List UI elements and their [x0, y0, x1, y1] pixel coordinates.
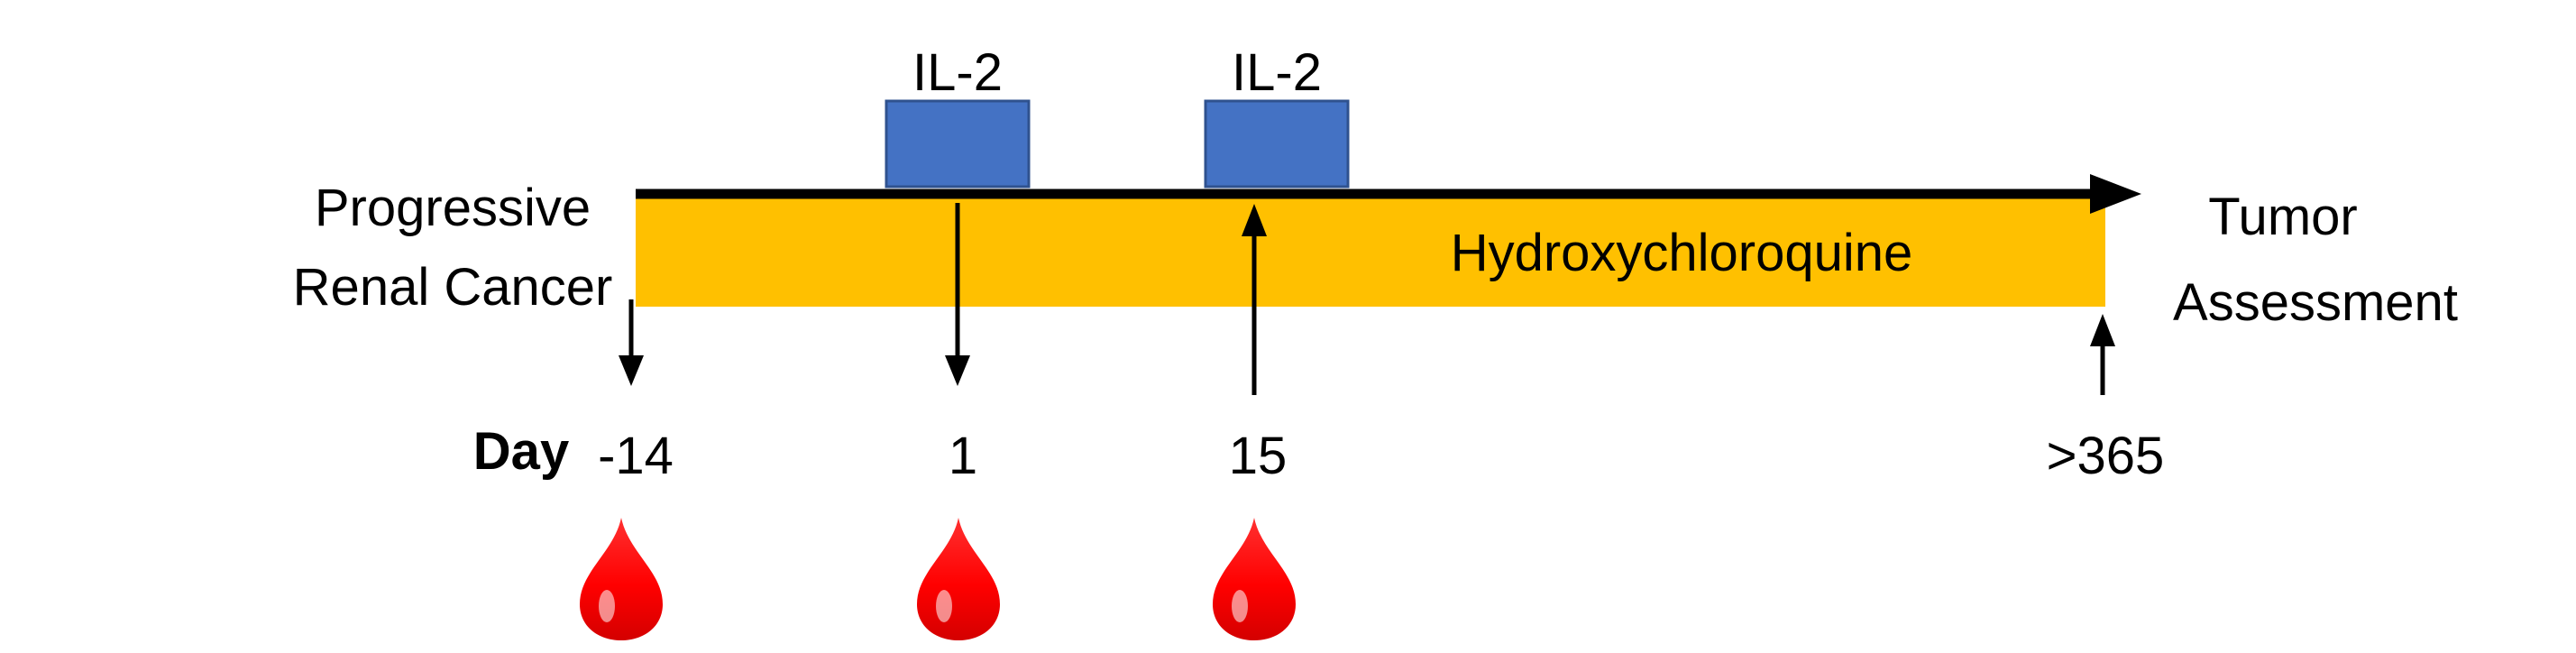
- dose-label-2: IL-2: [1232, 43, 1322, 102]
- end-label-line2: Assessment: [2173, 273, 2458, 332]
- dose-box-1: [885, 99, 1031, 189]
- end-label-line1: Tumor: [2208, 188, 2357, 246]
- event-arrow-day-365: [2090, 314, 2115, 395]
- day-tick-2: 1: [949, 427, 977, 485]
- dose-box-2: [1204, 99, 1350, 189]
- day-tick-4: >365: [2047, 427, 2165, 485]
- dose-label-1: IL-2: [912, 43, 1003, 102]
- blood-drop-icon: [917, 518, 1000, 640]
- start-label-line2: Renal Cancer: [293, 258, 613, 317]
- day-axis-title: Day: [473, 422, 569, 481]
- timeline-arrowhead: [2090, 174, 2141, 214]
- start-label-line1: Progressive: [315, 179, 591, 237]
- treatment-bar: [636, 198, 2105, 307]
- treatment-label: Hydroxychloroquine: [1451, 224, 1913, 282]
- day-tick-3: 15: [1229, 427, 1288, 485]
- blood-drop-icon: [580, 518, 663, 640]
- blood-drop-icon: [1213, 518, 1296, 640]
- event-arrow-day-minus14: [619, 299, 644, 386]
- event-arrow-day-1: [945, 203, 970, 386]
- day-tick-1: -14: [598, 427, 674, 485]
- event-arrow-day-15: [1242, 204, 1267, 395]
